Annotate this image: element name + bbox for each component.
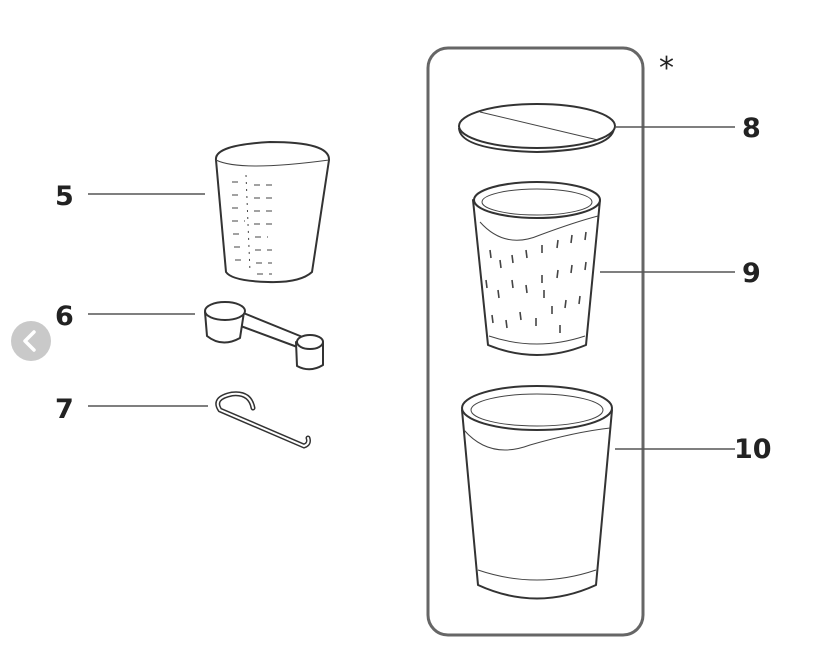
- filter-basket-drawing: [472, 181, 601, 356]
- part-label-7: 7: [55, 394, 74, 425]
- part-label-9: 9: [742, 258, 761, 289]
- panel-asterisk: *: [659, 51, 674, 86]
- accessory-panel: [426, 46, 645, 637]
- part-label-6: 6: [55, 301, 74, 332]
- part-label-10: 10: [734, 434, 772, 465]
- part-8: 8: [458, 103, 761, 153]
- part-label-5: 5: [55, 181, 74, 212]
- back-button[interactable]: [11, 321, 51, 361]
- part-7: 7: [55, 391, 311, 449]
- part-9: 9: [472, 181, 761, 356]
- part-10: 10: [461, 385, 772, 600]
- measuring-cup-drawing: [214, 141, 331, 284]
- hook-tool-drawing: [215, 391, 311, 449]
- jug-drawing: [461, 385, 613, 600]
- lid-drawing: [458, 103, 616, 153]
- measuring-scoop-drawing: [204, 301, 324, 371]
- part-6: 6: [55, 301, 324, 371]
- part-5: 5: [55, 141, 331, 284]
- part-label-8: 8: [742, 113, 761, 144]
- chevron-left-icon: [23, 330, 36, 352]
